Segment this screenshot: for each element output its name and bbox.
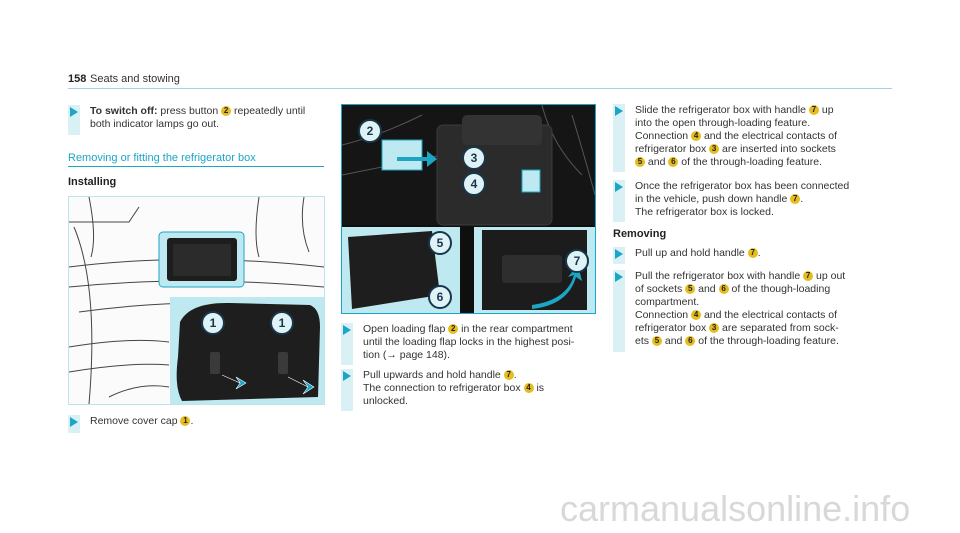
step-text: of sockets [635,283,683,295]
callout-badge: 6 [718,284,729,294]
callout-badge: 4 [691,131,702,141]
step-bar [613,104,625,172]
step-text: Once the refrigerator box has been conne… [635,180,850,192]
callout-5: 5 [428,231,452,255]
step-text: compartment. [635,296,700,308]
page-number: 158 [68,73,87,85]
step-text: press button [160,105,219,117]
step-text: of the though-loading [731,283,831,295]
step-text: up [821,104,834,116]
callout-badge: 7 [503,370,514,380]
step-text: and [698,283,716,295]
callout-badge: 1 [180,416,191,426]
subsection-removing: Removing [613,228,667,240]
subsection-installing: Installing [68,176,117,188]
step-text: of the through-loading feature. [698,335,839,347]
callout-7: 7 [565,249,589,273]
step-text: Pull up and hold handle [635,247,745,259]
step-text: and the electrical contacts of [703,130,838,142]
trunk-illustration [68,196,325,405]
step-text: until the loading flap locks in the high… [363,336,575,348]
step-pull-out: Pull the refrigerator box with handle 7 … [613,270,883,352]
step-text: Connection [635,309,689,321]
callout-1b: 1 [270,311,294,335]
step-text: and [664,335,683,347]
step-arrow-icon [70,417,78,427]
step-text: Pull the refrigerator box with handle [635,270,801,282]
callout-4: 4 [462,172,486,196]
callout-badge: 5 [635,157,645,167]
callout-1: 1 [201,311,225,335]
callout-badge: 5 [685,284,696,294]
step-text: Slide the refrigerator box with handle [635,104,807,116]
callout-badge: 3 [709,144,720,154]
step-arrow-icon [343,371,351,381]
step-slide: Slide the refrigerator box with handle 7… [613,104,883,172]
step-bar [613,270,625,352]
step-text: The refrigerator box is locked. [635,206,774,218]
callout-badge: 3 [709,323,720,333]
step-text: The connection to refrigerator box [363,382,521,394]
step-arrow-icon [343,325,351,335]
step-text: Pull upwards and hold handle [363,369,501,381]
step-text: both indicator lamps go out. [90,118,219,130]
callout-badge: 2 [221,106,232,116]
step-remove-cover: Remove cover cap 1. [68,415,268,433]
step-text: are inserted into sockets [722,143,836,155]
callout-2: 2 [358,119,382,143]
callout-badge: 2 [448,324,459,334]
refrigerator-illustration [341,104,596,313]
step-pull-upwards: Pull upwards and hold handle 7. The conn… [341,369,601,411]
step-switch-off: To switch off: press button 2 repeatedly… [68,105,328,135]
step-text: are separated from sock- [722,322,839,334]
step-text: repeatedly until [234,105,306,117]
figure-refrigerator-box: 2 3 4 5 6 7 [341,104,596,314]
step-text: of the through-loading feature. [681,156,822,168]
step-text: refrigerator box [635,143,707,155]
step-text: tion (→ page 148). [363,349,450,361]
step-text: is [536,382,545,394]
chapter-title: Seats and stowing [90,73,180,85]
callout-badge: 6 [685,336,696,346]
callout-6: 6 [428,285,452,309]
section-title: Removing or fitting the refrigerator box [68,152,256,164]
step-once-connected: Once the refrigerator box has been conne… [613,180,883,222]
step-text: and the electrical contacts of [703,309,838,321]
step-text: Remove cover cap [90,415,178,427]
step-text: Open loading flap [363,323,446,335]
step-text: and [647,156,666,168]
step-text: refrigerator box [635,322,707,334]
step-arrow-icon [70,107,78,117]
step-arrow-icon [615,106,623,116]
step-text: into the open through-loading feature. [635,117,811,129]
callout-badge: 7 [803,271,814,281]
watermark: carmanualsonline.info [560,488,911,529]
cover-cap-illustration [176,302,320,401]
step-arrow-icon [615,182,623,192]
callout-badge: 7 [747,248,758,258]
step-text: in the vehicle, push down handle [635,193,788,205]
figure-trunk-cover: 1 1 [68,196,325,405]
step-text: ets [635,335,650,347]
callout-3: 3 [462,146,486,170]
step-pull-hold: Pull up and hold handle 7. [613,247,883,264]
step-text: unlocked. [363,395,408,407]
callout-badge: 6 [668,157,679,167]
callout-badge: 7 [790,194,801,204]
callout-badge: 4 [523,383,534,393]
step-text: in the rear compartment [461,323,573,335]
inset-panel: 1 1 [170,297,324,404]
header-divider [68,88,892,89]
step-arrow-icon [615,249,623,259]
section-divider [68,166,324,167]
callout-badge: 5 [651,336,662,346]
step-open-flap: Open loading flap 2 in the rear compartm… [341,323,601,365]
step-arrow-icon [615,272,623,282]
callout-badge: 7 [808,105,819,115]
step-label: To switch off: [90,105,158,117]
step-text: up out [816,270,846,282]
callout-badge: 4 [691,310,702,320]
step-text: Connection [635,130,689,142]
